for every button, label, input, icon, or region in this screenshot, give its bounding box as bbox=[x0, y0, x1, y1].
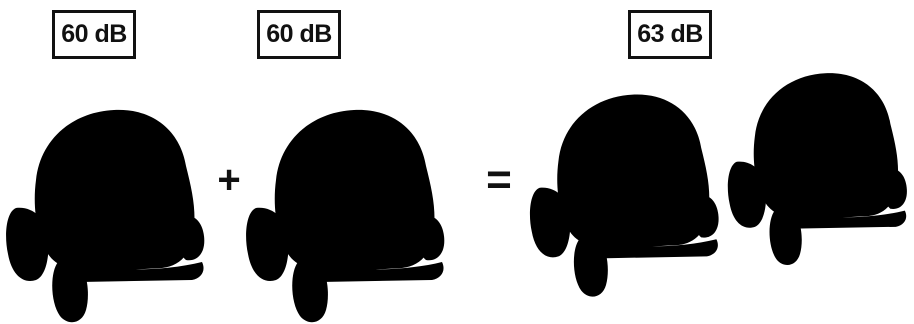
car-icon bbox=[242, 40, 452, 324]
car-icon bbox=[724, 10, 914, 272]
plus-sign: + bbox=[214, 160, 244, 200]
car-icon bbox=[2, 40, 212, 324]
equals-sign: = bbox=[482, 158, 516, 202]
car-icon bbox=[526, 28, 726, 304]
